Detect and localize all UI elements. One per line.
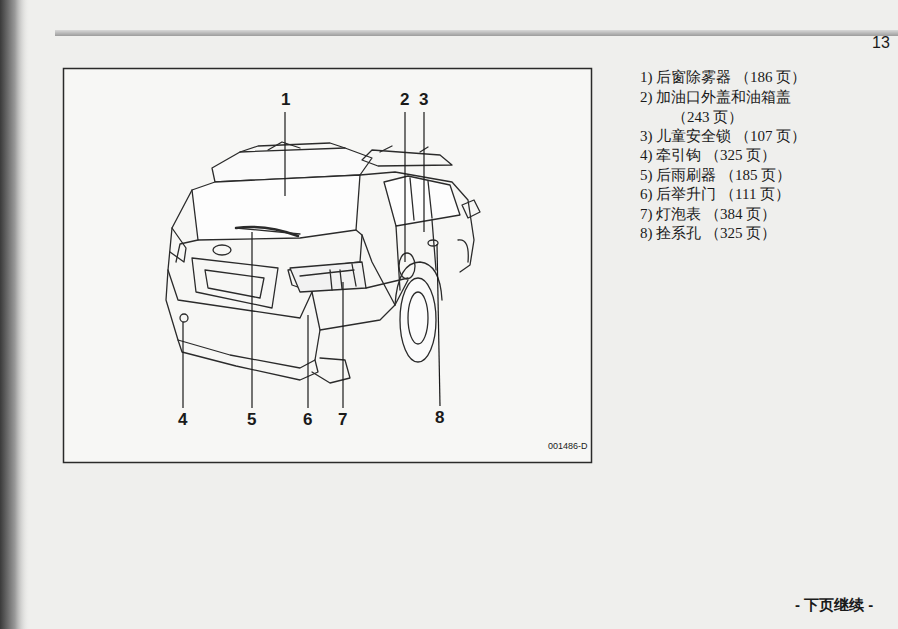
figure-frame: [64, 69, 592, 463]
callout-number: 6: [303, 411, 312, 429]
legend-item: 7) 灯泡表 （384 页）: [640, 205, 822, 225]
legend-item: 6) 后举升门 （111 页）: [640, 185, 822, 205]
legend-item: 4) 牵引钩 （325 页）: [640, 146, 822, 166]
callout-number: 5: [247, 411, 256, 429]
legend-item: 5) 后雨刷器 （185 页）: [640, 166, 822, 186]
page-gutter: [0, 0, 30, 629]
legend-item: 2) 加油口外盖和油箱盖 （243 页）: [640, 88, 822, 127]
legend-item: 8) 拴系孔 （325 页）: [640, 224, 822, 244]
callout-number: 7: [338, 411, 347, 429]
legend-item: 3) 儿童安全锁 （107 页）: [640, 127, 822, 147]
figure-code: 001486-D: [548, 441, 588, 451]
callout-number: 3: [419, 91, 428, 109]
page-number: 13: [872, 34, 890, 52]
callout-number: 2: [400, 91, 409, 109]
callout-number: 4: [178, 411, 187, 429]
header-rule: [55, 30, 898, 36]
continued-note: - 下页继续 -: [795, 596, 873, 614]
leader-lines: [183, 112, 440, 408]
car-rear-drawing: [166, 142, 480, 383]
callout-number: 1: [281, 91, 290, 109]
callout-number: 8: [435, 409, 444, 427]
legend-item: 1) 后窗除雾器 （186 页）: [640, 68, 822, 88]
